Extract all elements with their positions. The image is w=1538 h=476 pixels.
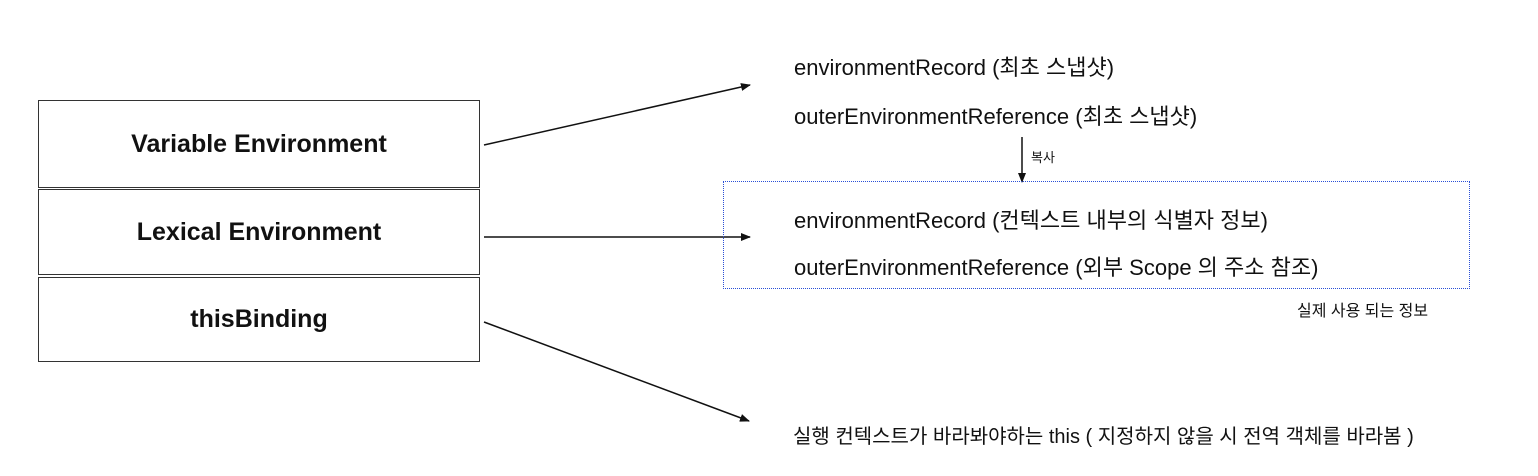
this-binding-label: thisBinding: [190, 305, 328, 333]
copy-label: 복사: [1031, 150, 1055, 165]
variable-environment-arrow: [483, 83, 751, 146]
active-info-caption: 실제 사용 되는 정보: [1297, 303, 1429, 320]
snapshot-environment-record: environmentRecord (최초 스냅샷): [794, 55, 1115, 80]
variable-environment-label: Variable Environment: [131, 129, 387, 158]
this-binding-description: 실행 컨텍스트가 바라봐야하는 this ( 지정하지 않을 시 전역 객체를 …: [793, 426, 1414, 448]
active-outer-reference: outerEnvironmentReference (외부 Scope 의 주소…: [794, 255, 1319, 280]
variable-environment-box: Variable Environment: [38, 100, 480, 188]
lexical-environment-label: Lexical Environment: [136, 217, 382, 246]
snapshot-outer-reference: outerEnvironmentReference (최초 스냅샷): [794, 104, 1198, 129]
this-binding-arrow: [483, 321, 750, 422]
this-binding-box: thisBinding: [38, 277, 480, 362]
active-info-box: [723, 181, 1470, 289]
active-environment-record: environmentRecord (컨텍스트 내부의 식별자 정보): [794, 208, 1268, 233]
lexical-environment-box: Lexical Environment: [38, 189, 480, 275]
